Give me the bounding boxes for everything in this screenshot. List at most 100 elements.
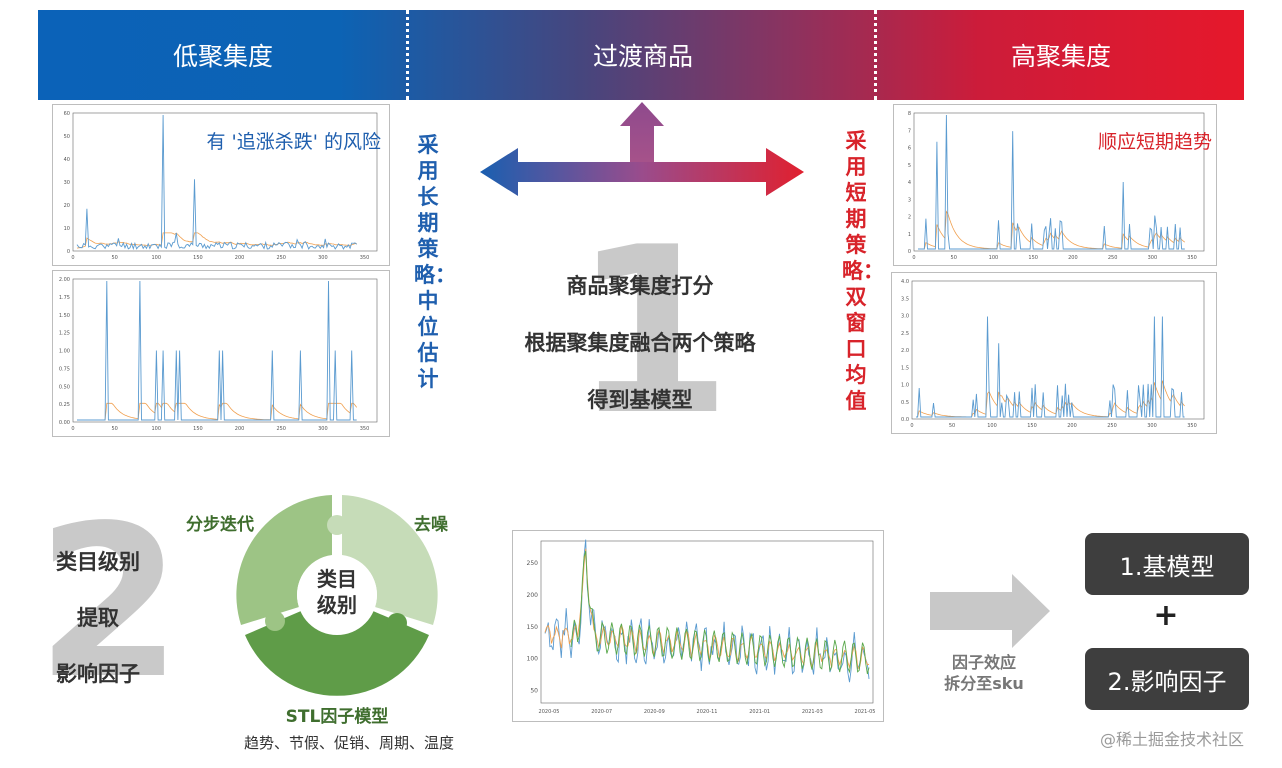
x-tick-label: 300: [318, 255, 328, 261]
x-tick-label: 0: [910, 423, 913, 429]
y-tick-label: 4: [908, 180, 911, 186]
y-tick-label: 1.75: [59, 295, 70, 301]
puzzle-piece-bottom: [245, 611, 429, 696]
x-tick-label: 0: [912, 255, 915, 261]
y-tick-label: 200: [527, 592, 539, 599]
banner-divider-left: [406, 10, 409, 100]
step2-line-3: 影响因子: [56, 662, 140, 686]
y-tick-label: 50: [64, 134, 70, 140]
y-tick-label: 0: [908, 249, 911, 255]
y-tick-label: 7: [908, 128, 911, 134]
x-tick-label: 250: [1107, 423, 1117, 429]
x-tick-label: 100: [987, 423, 997, 429]
series-smoothed: [77, 402, 358, 421]
y-tick-label: 4.0: [901, 279, 909, 285]
split-caption-line-1: 因子效应: [951, 653, 1016, 672]
puzzle-center: [297, 555, 377, 635]
puzzle-knob-top: [327, 515, 347, 535]
x-tick-label: 0: [71, 255, 74, 261]
banner-divider-right: [874, 10, 877, 100]
series-raw: [916, 316, 1185, 418]
y-tick-label: 40: [64, 157, 70, 163]
y-tick-label: 150: [527, 624, 539, 631]
step2-line-2: 提取: [77, 606, 119, 630]
x-tick-label: 150: [1027, 423, 1037, 429]
puzzle-center-line-2: 级别: [317, 593, 357, 617]
series-fitted: [544, 548, 870, 671]
y-tick-label: 6: [908, 146, 911, 152]
x-tick-label: 200: [235, 426, 245, 432]
series-seasonal: [570, 550, 870, 675]
plot-frame: [913, 112, 1205, 252]
x-tick-label: 200: [1068, 255, 1078, 261]
x-tick-label: 100: [989, 255, 999, 261]
x-tick-label: 2021-03: [802, 709, 823, 715]
y-tick-label: 0.00: [59, 420, 70, 426]
puzzle-piece-topright: [342, 495, 438, 625]
x-tick-label: 2021-01: [749, 709, 770, 715]
puzzle-label-iterate: 分步迭代: [186, 515, 254, 535]
split-caption-line-2: 拆分至sku: [944, 674, 1024, 693]
blend-arrows: [480, 102, 804, 196]
x-tick-label: 350: [1187, 255, 1197, 261]
plot-frame: [540, 540, 874, 704]
impact-factor-box: 2.影响因子: [1085, 648, 1249, 710]
step2-line-1: 类目级别: [56, 550, 140, 574]
y-tick-label: 20: [64, 203, 70, 209]
y-tick-label: 1.00: [59, 349, 70, 355]
puzzle-ring: [236, 495, 438, 696]
up-arrow: [620, 102, 664, 162]
puzzle-knob-left: [265, 611, 285, 631]
puzzle-caption: 趋势、节假、促销、周期、温度: [243, 734, 454, 752]
x-tick-label: 250: [1108, 255, 1118, 261]
center-line-2: 根据聚集度融合两个策略: [524, 331, 756, 355]
chart-high-top-annotation: 顺应短期趋势: [1097, 131, 1212, 153]
x-tick-label: 300: [318, 426, 328, 432]
x-tick-label: 350: [360, 255, 370, 261]
plus-sign: +: [1153, 598, 1179, 633]
x-tick-label: 200: [1067, 423, 1077, 429]
y-tick-label: 0.5: [901, 400, 909, 406]
plot-frame: [911, 280, 1205, 420]
banner-high-label: 高聚集度: [1010, 42, 1111, 71]
y-tick-label: 1.5: [901, 365, 909, 371]
series-smoothed: [76, 232, 357, 249]
short-term-strategy-label: 采用短期策略：双窗口均值: [842, 129, 884, 413]
x-tick-label: 300: [1147, 423, 1157, 429]
horizontal-double-arrow: [480, 148, 804, 196]
y-tick-label: 3.0: [901, 314, 909, 320]
plot-frame: [72, 112, 378, 252]
header-banner: 低聚集度 过渡商品 高聚集度: [38, 10, 1244, 100]
x-tick-label: 150: [1028, 255, 1038, 261]
x-tick-label: 350: [360, 426, 370, 432]
y-tick-label: 3.5: [901, 296, 909, 302]
x-tick-label: 100: [152, 255, 162, 261]
x-tick-label: 200: [235, 255, 245, 261]
x-tick-label: 150: [193, 426, 203, 432]
x-tick-label: 50: [949, 423, 955, 429]
x-tick-label: 150: [193, 255, 203, 261]
center-line-1: 商品聚集度打分: [566, 274, 714, 298]
watermark: @稀土掘金技术社区: [1100, 730, 1245, 749]
x-tick-label: 2021-05: [855, 709, 876, 715]
y-tick-label: 2.5: [901, 331, 909, 337]
plot-frame: [72, 278, 378, 423]
long-term-strategy-label: 采用长期策略：中位估计: [414, 133, 456, 391]
x-tick-label: 2020-05: [539, 709, 560, 715]
y-tick-label: 100: [527, 656, 539, 663]
y-tick-label: 2.00: [59, 277, 70, 283]
puzzle-center-line-1: 类目: [317, 567, 357, 591]
split-arrow: [930, 574, 1050, 648]
chart-low-top-annotation: 有 '追涨杀跌' 的风险: [206, 131, 381, 153]
puzzle-piece-left: [236, 495, 332, 625]
series-raw: [76, 114, 357, 251]
y-tick-label: 2.0: [901, 348, 909, 354]
